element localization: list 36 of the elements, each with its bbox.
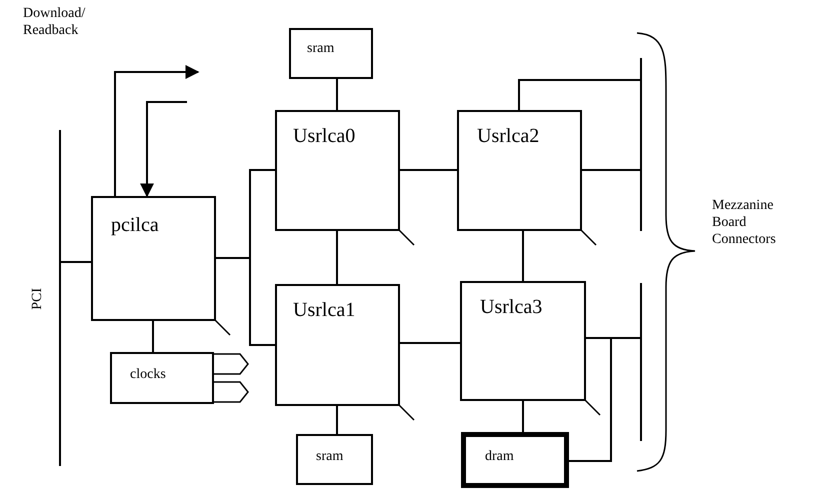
chip-label: Usrlca2 [477,125,540,148]
connector-line [336,231,338,284]
connector-line [522,401,524,432]
chip-block [289,28,373,79]
chip-label: clocks [130,367,166,383]
note-text: Download/ Readback [23,5,86,39]
chip-label: Usrlca3 [480,296,542,319]
memory-block [461,432,569,488]
connector-line [522,231,524,281]
chip-label: Usrlca0 [293,125,356,148]
note-text: Mezzanine Board Connectors [712,197,777,248]
connector-line [336,406,338,434]
connector-line [400,342,460,344]
chip-block [296,434,373,485]
connector-line [569,337,640,462]
connector-line [216,257,275,346]
bus-label: PCI [29,288,46,310]
chip-label: sram [316,449,344,465]
chip-label: dram [485,449,514,465]
chip-block [460,281,586,401]
chip-block [91,196,216,321]
connector-line [582,169,640,171]
arrow [140,101,187,198]
connector-line [152,321,154,352]
chip-block [110,352,214,404]
chip-block [275,110,400,231]
connector-line [400,169,457,171]
chip-label: pcilca [111,214,159,237]
chip-block [457,110,582,231]
chip-label: Usrlca1 [293,299,356,322]
chip-block [275,284,400,406]
arrow [114,65,200,196]
chip-label: sram [307,41,334,57]
connector-line [61,261,91,263]
connector-line [518,79,640,110]
connector-line [336,79,338,110]
